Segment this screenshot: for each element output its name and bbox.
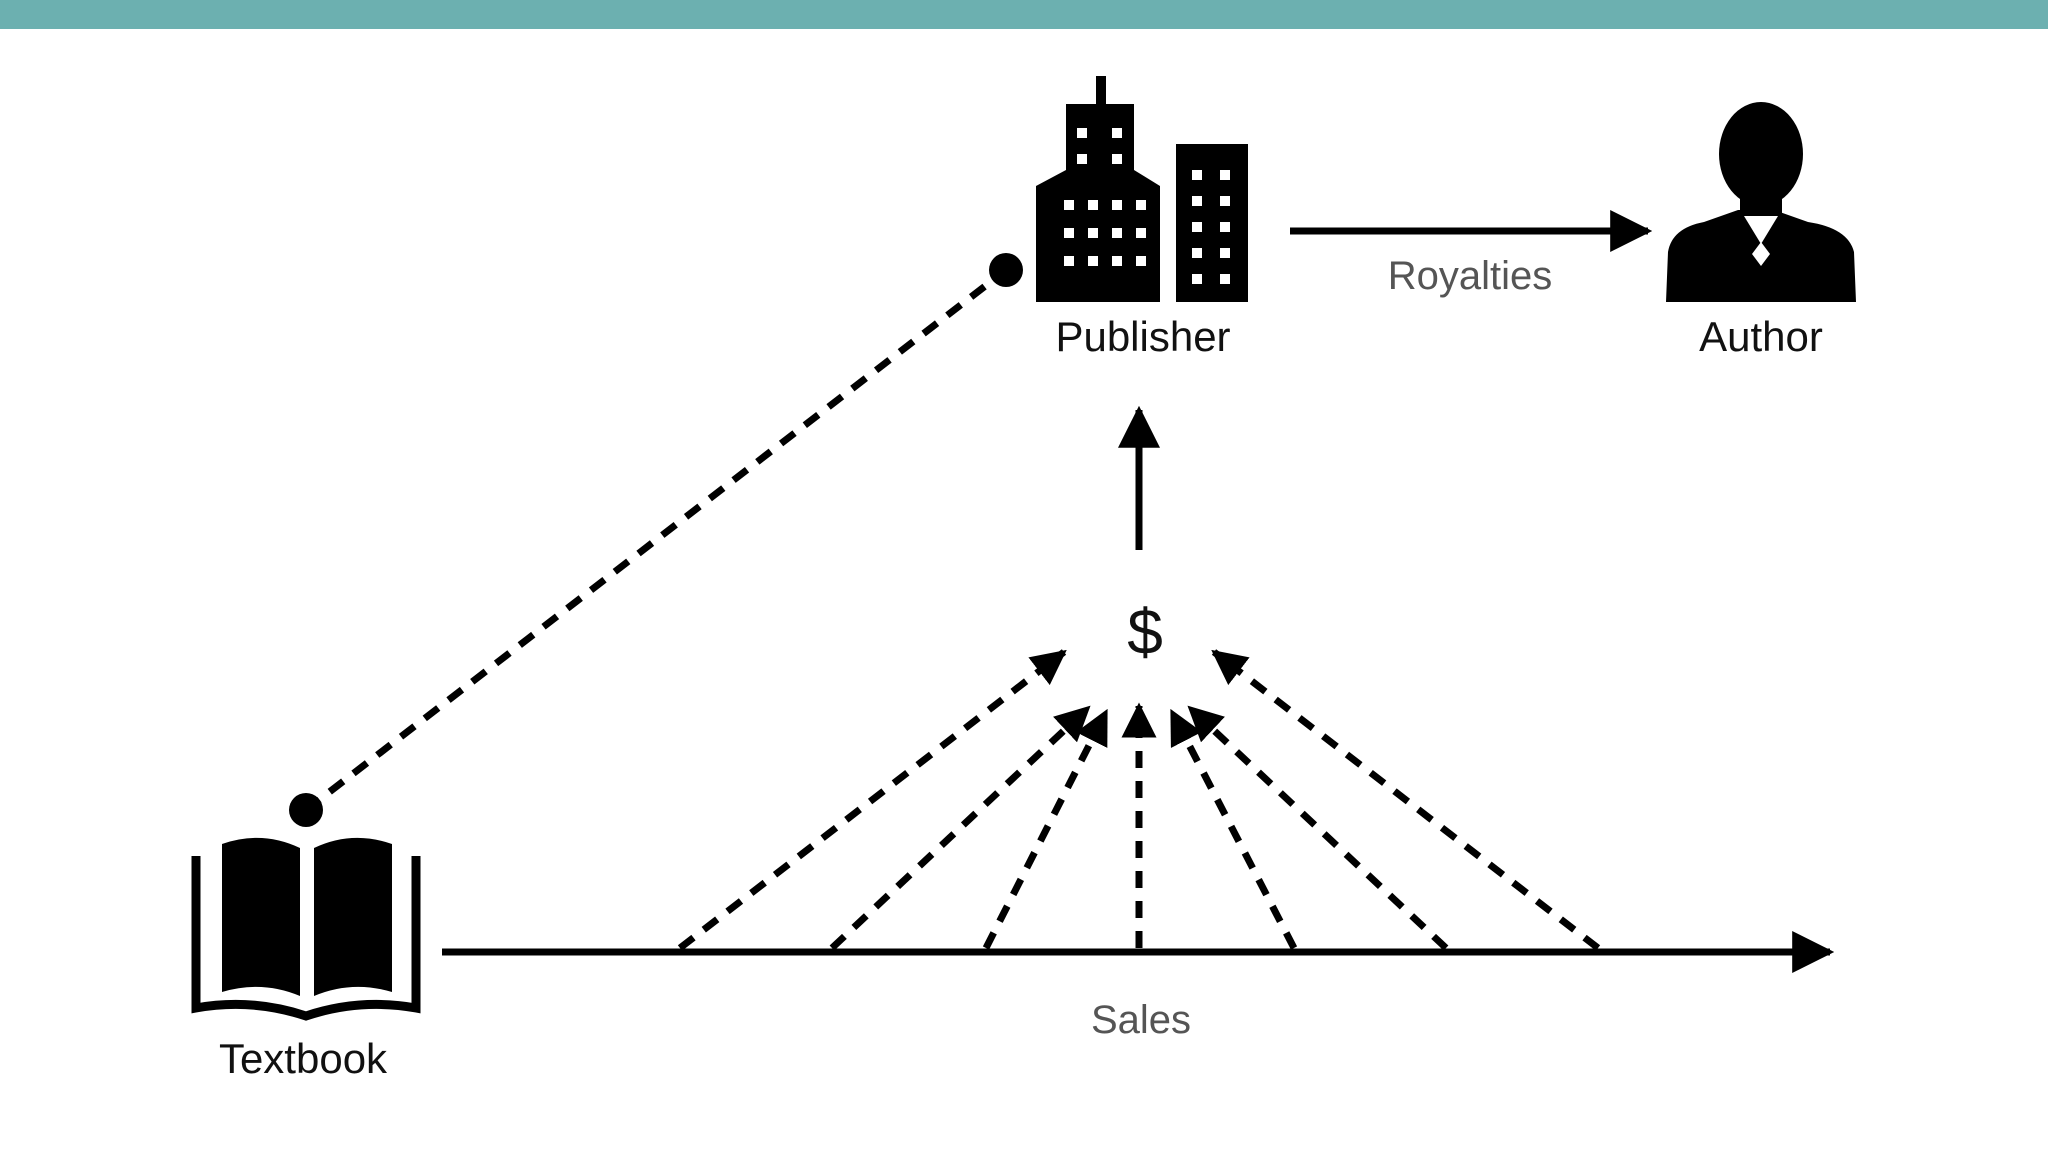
money-symbol: $ — [1127, 596, 1163, 668]
sale-arrow-7 — [1211, 649, 1601, 951]
publisher-label: Publisher — [1055, 313, 1231, 360]
top-accent-bar — [0, 0, 2048, 29]
textbook-label: Textbook — [218, 1035, 388, 1082]
sales-money-arrows — [677, 649, 1601, 951]
sale-arrow-5 — [1168, 708, 1298, 950]
office-buildings-icon — [1036, 76, 1248, 302]
person-in-suit-icon — [1666, 102, 1856, 302]
sales-label: Sales — [1090, 998, 1192, 1042]
connector-dot-publisher — [989, 253, 1023, 287]
sale-arrow-1 — [677, 649, 1067, 951]
sale-arrow-3 — [982, 708, 1110, 950]
connector-dot-textbook — [289, 793, 323, 827]
royalties-label: Royalties — [1387, 254, 1553, 298]
open-book-icon — [191, 837, 421, 1021]
author-label: Author — [1699, 313, 1823, 360]
textbook-publisher-connector — [303, 267, 1009, 813]
